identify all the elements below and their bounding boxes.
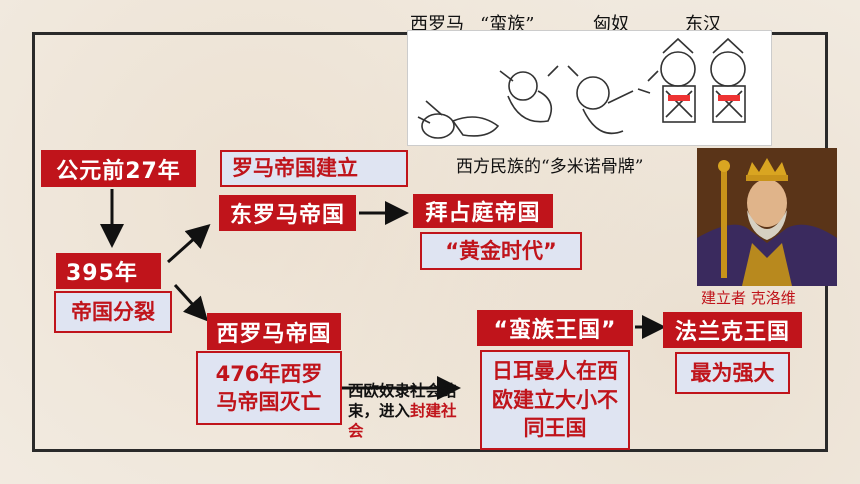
clovis-portrait	[697, 148, 837, 286]
node-bc27: 公元前27年	[41, 150, 196, 187]
transition-note: 西欧奴隶社会结束，进入封建社会	[348, 382, 458, 441]
node-germanic-states: 日耳曼人在西欧建立大小不同王国	[480, 350, 630, 450]
node-strongest: 最为强大	[675, 352, 790, 394]
arrow-395-to-west	[173, 283, 209, 322]
label-barbarians: “蛮族”	[480, 14, 535, 35]
node-byzantine: 拜占庭帝国	[413, 194, 553, 228]
label-eastern-han: 东汉	[685, 14, 721, 35]
label-xiongnu: 匈奴	[593, 14, 629, 35]
node-golden-age: “黄金时代”	[420, 232, 582, 270]
node-frankish: 法兰克王国	[663, 312, 802, 348]
arrow-395-to-east	[166, 223, 211, 264]
node-barbarian-kingdoms: “蛮族王国”	[477, 310, 633, 346]
king-portrait-drawing	[697, 148, 837, 286]
domino-caption: 西方民族的“多米诺骨牌”	[456, 157, 644, 177]
node-empire-founded: 罗马帝国建立	[220, 150, 408, 187]
portrait-caption: 建立者 克洛维	[701, 289, 796, 307]
node-empire-split: 帝国分裂	[54, 291, 172, 333]
label-west-rome: 西罗马	[410, 14, 464, 35]
node-fall-476: 476年西罗马帝国灭亡	[196, 351, 342, 425]
cartoon-labels: 西罗马 “蛮族” 匈奴 东汉	[405, 10, 770, 35]
node-year-395: 395年	[56, 253, 161, 289]
cartoon-drawing	[417, 37, 746, 139]
domino-cartoon-image	[407, 30, 772, 146]
transition-note-text: 西欧奴隶社会结束，进入	[348, 382, 457, 420]
node-western-empire: 西罗马帝国	[207, 313, 341, 350]
feudal-society-label: 封建社会	[348, 401, 457, 440]
node-eastern-empire: 东罗马帝国	[219, 195, 356, 231]
